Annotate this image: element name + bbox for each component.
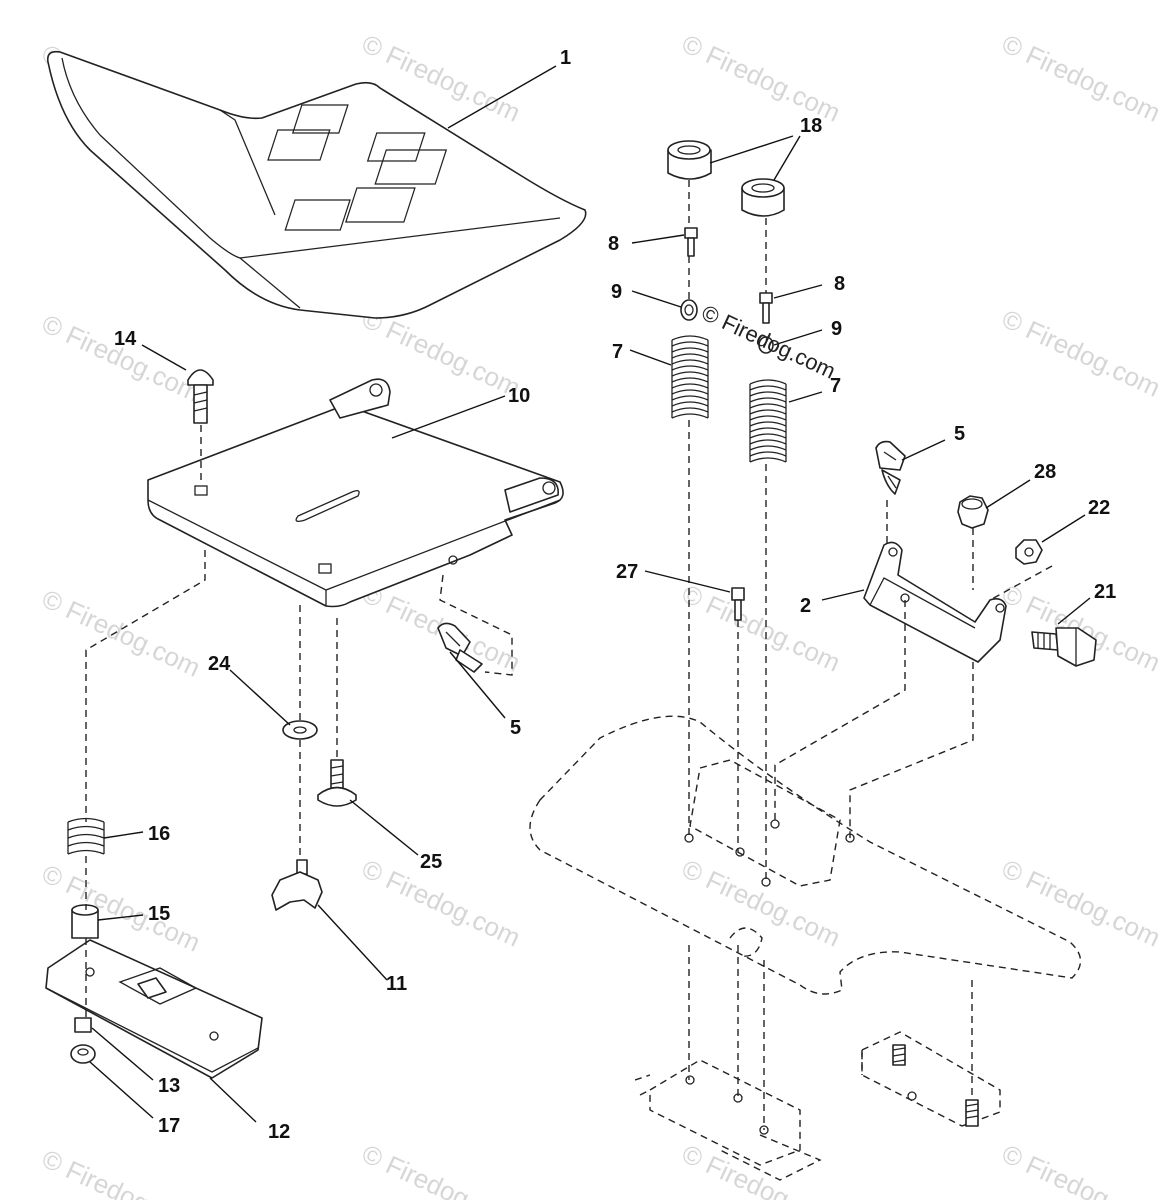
watermark: © Firedog.com <box>37 583 205 682</box>
watermark: © Firedog.com <box>997 28 1162 127</box>
callout-22: 22 <box>1088 497 1110 519</box>
callout-8-left: 8 <box>608 233 619 255</box>
callout-27: 27 <box>616 561 638 583</box>
watermark: © Firedog.com <box>997 853 1162 952</box>
screw-right <box>759 292 773 324</box>
clip-left <box>437 622 483 673</box>
callout-21: 21 <box>1094 581 1116 603</box>
watermark: © Firedog.com <box>37 858 205 957</box>
spring-16 <box>67 817 105 855</box>
callout-7-left: 7 <box>612 341 623 363</box>
callout-8-right: 8 <box>834 273 845 295</box>
locknut <box>957 495 989 529</box>
callout-28: 28 <box>1034 461 1056 483</box>
bracket <box>863 541 1007 663</box>
spring-left <box>671 335 709 419</box>
watermark: © Firedog.com <box>357 1138 525 1200</box>
nut-13 <box>74 1017 92 1033</box>
callout-18: 18 <box>800 115 822 137</box>
callout-5-left: 5 <box>510 717 521 739</box>
callout-9-right: 9 <box>831 318 842 340</box>
callout-25: 25 <box>420 851 442 873</box>
watermark: © Firedog.com <box>677 1138 845 1200</box>
callout-10: 10 <box>508 385 530 407</box>
callout-24: 24 <box>208 653 231 675</box>
callout-14: 14 <box>114 328 137 350</box>
callout-5-right: 5 <box>954 423 965 445</box>
tractor-frame <box>529 715 1082 1181</box>
shoulder-bolt <box>1031 627 1097 667</box>
watermark: © Firedog.com <box>37 308 205 407</box>
callout-7-right: 7 <box>830 375 841 397</box>
watermark: © Firedog.com <box>677 578 845 677</box>
washer-left <box>680 299 698 321</box>
callout-15: 15 <box>148 903 170 925</box>
callout-16: 16 <box>148 823 170 845</box>
nut-22 <box>1015 539 1043 565</box>
assembly-lines <box>85 180 1053 1130</box>
bumper-right <box>741 178 785 217</box>
clip-right <box>875 440 906 495</box>
frame-stud-left <box>892 1044 906 1066</box>
callout-2: 2 <box>800 595 811 617</box>
slide-plate <box>45 939 263 1079</box>
spacer-15 <box>71 904 99 939</box>
bolt-25 <box>317 759 357 807</box>
washer-24 <box>282 720 318 740</box>
watermark: © Firedog.com <box>37 1143 205 1200</box>
seat-pan <box>147 378 564 608</box>
callout-11: 11 <box>386 973 407 995</box>
callout-labels: 1 14 10 18 8 8 9 9 7 7 5 28 22 21 2 27 5… <box>114 47 1116 1143</box>
frame-stud-right <box>965 1099 979 1127</box>
spring-right <box>749 379 787 463</box>
callout-9-left: 9 <box>611 281 622 303</box>
callout-17: 17 <box>158 1115 180 1137</box>
watermark: © Firedog.com <box>997 303 1162 402</box>
nut-17 <box>70 1044 96 1064</box>
watermark: © Firedog.com <box>997 1138 1162 1200</box>
callout-13: 13 <box>158 1075 180 1097</box>
seat <box>46 50 587 319</box>
washer-right <box>758 336 774 354</box>
leader-lines <box>89 65 1091 1123</box>
watermark: © Firedog.com <box>677 28 845 127</box>
carriage-bolt <box>187 369 214 424</box>
bumper-left <box>667 140 712 180</box>
callout-12: 12 <box>268 1121 290 1143</box>
callout-1: 1 <box>560 47 571 69</box>
screw-left <box>684 227 698 257</box>
knob <box>271 859 323 911</box>
